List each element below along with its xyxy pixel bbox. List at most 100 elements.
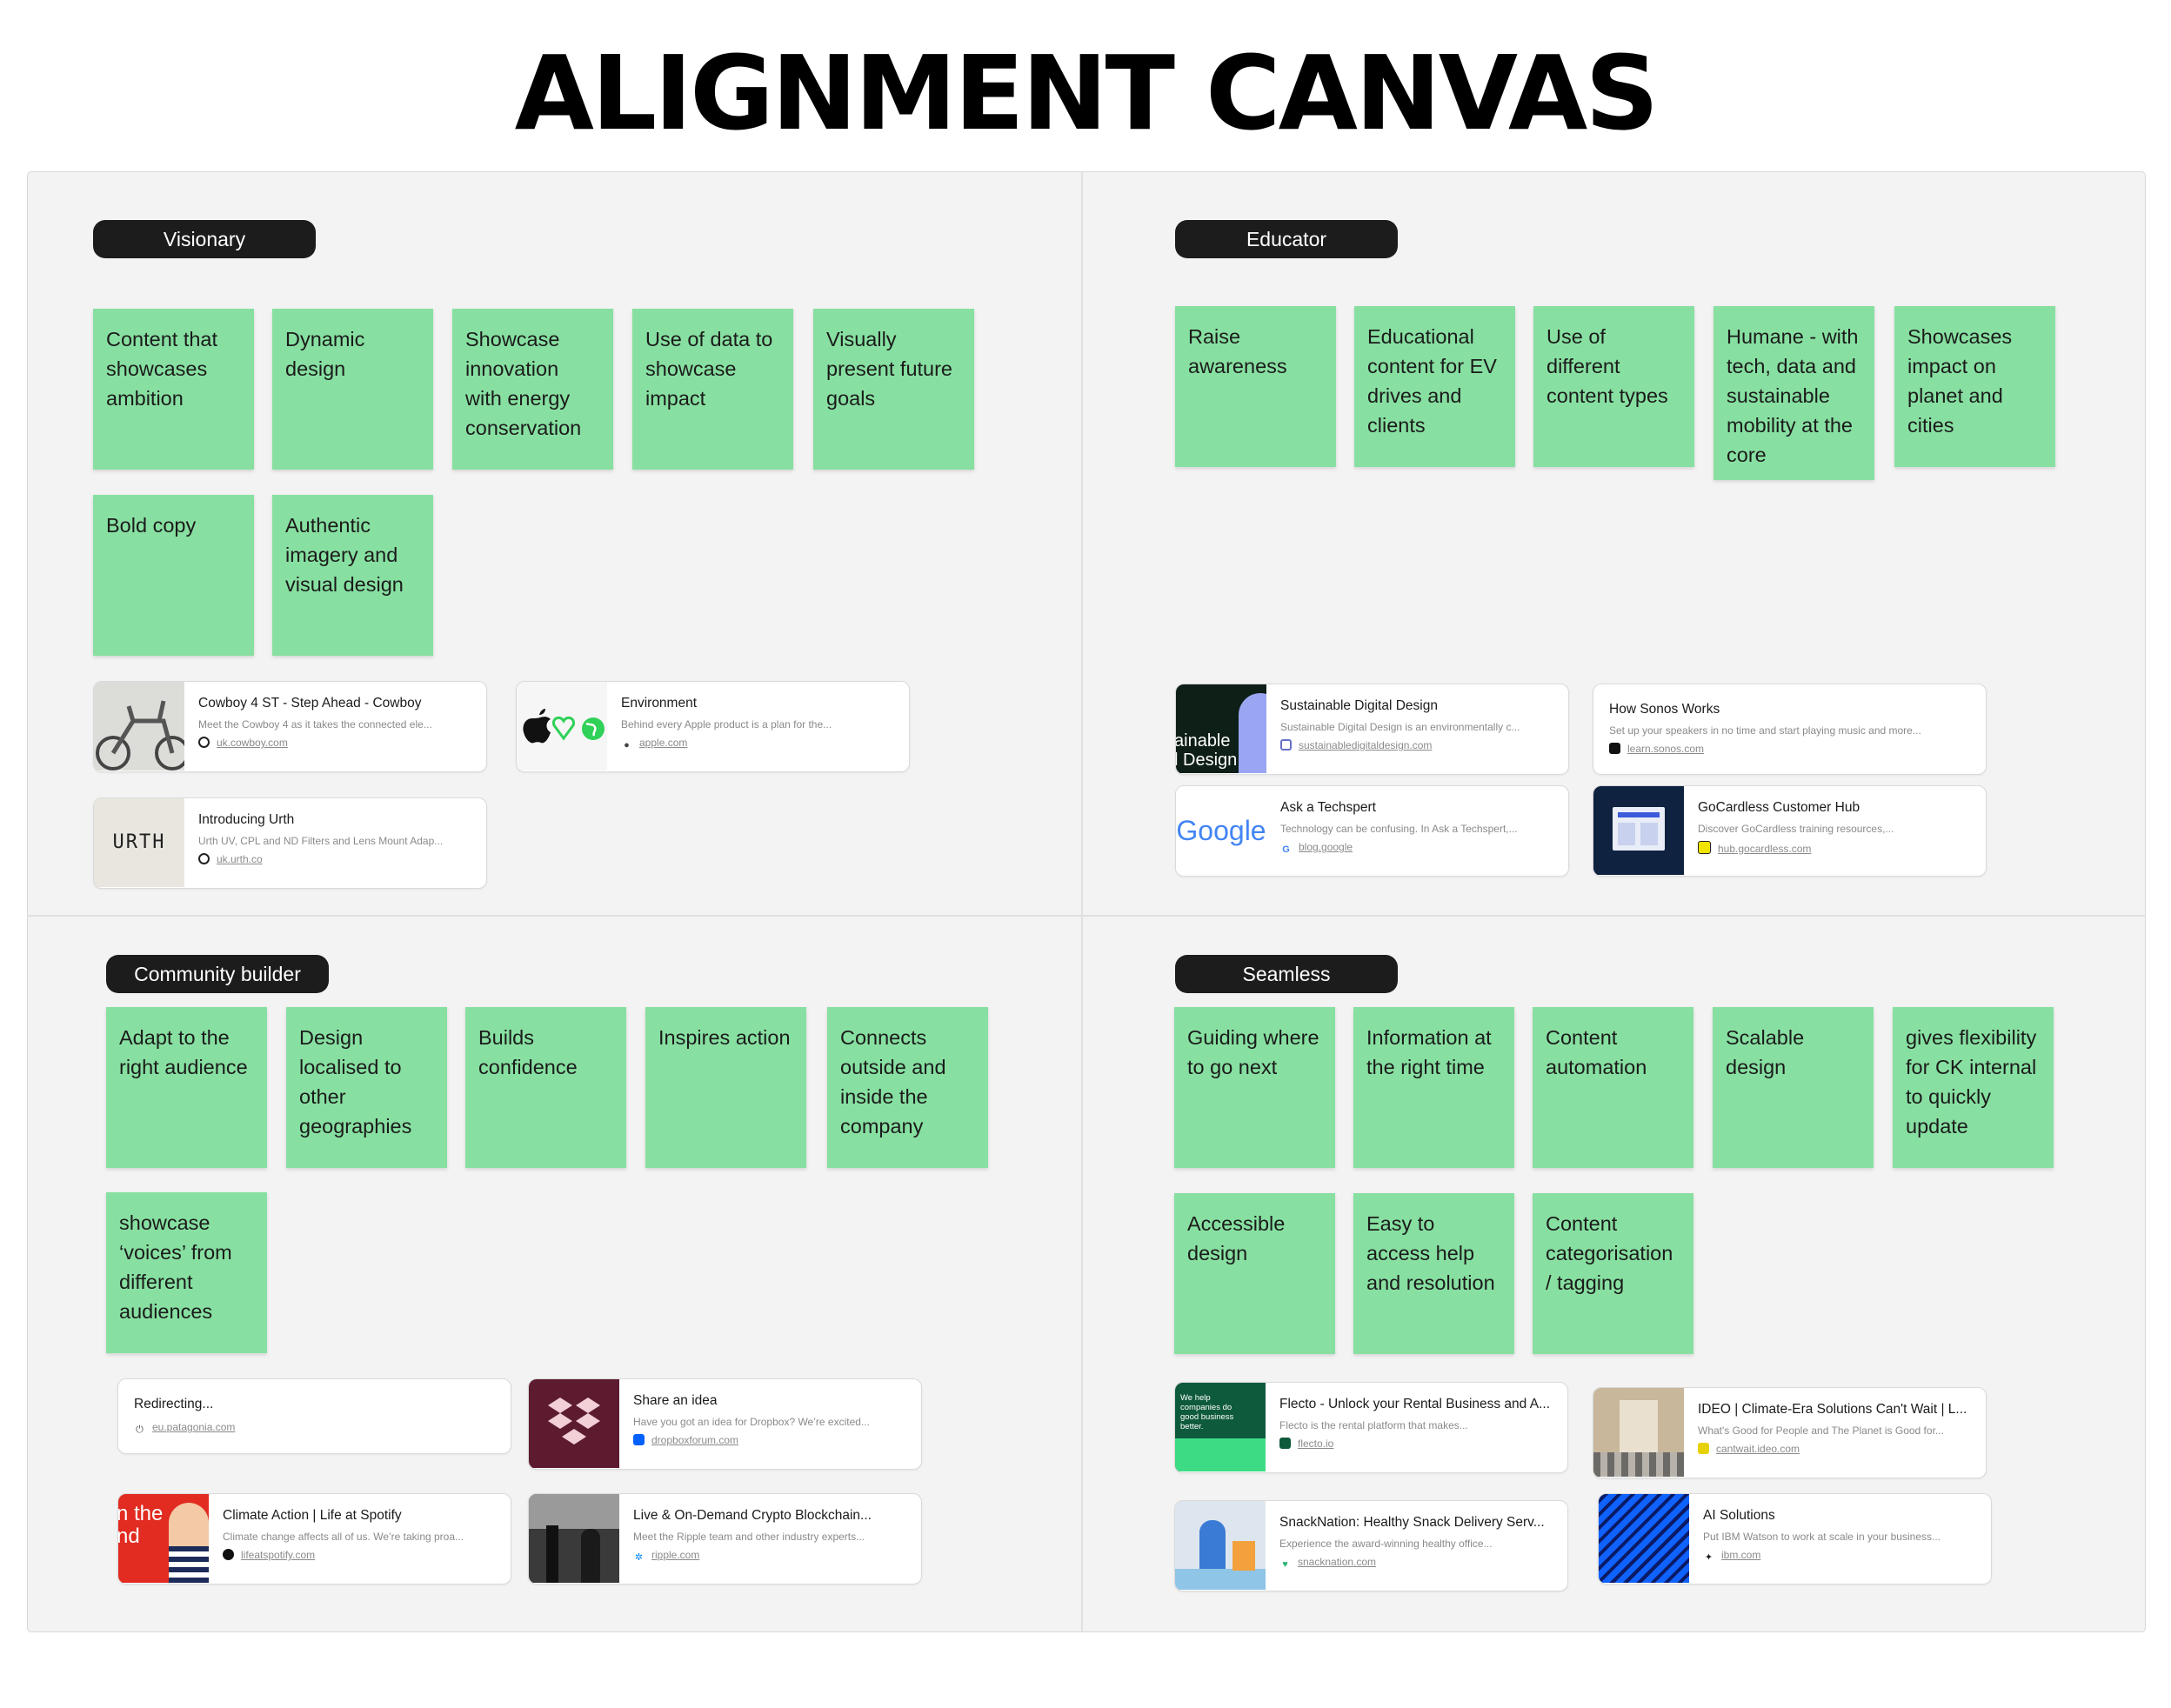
- power-icon: ⏻: [136, 1424, 144, 1435]
- card-title: Climate Action | Life at Spotify: [223, 1508, 402, 1523]
- sticky-note[interactable]: Visually present future goals: [813, 309, 974, 470]
- sticky-note[interactable]: Humane - with tech, data and sustainable…: [1713, 306, 1874, 480]
- sticky-note[interactable]: Content automation: [1533, 1007, 1693, 1168]
- sticky-note[interactable]: Scalable design: [1713, 1007, 1874, 1168]
- sticky-note[interactable]: Inspires action: [645, 1007, 806, 1168]
- sticky-note[interactable]: Educational content for EV drives and cl…: [1354, 306, 1515, 467]
- link-card[interactable]: IDEO | Climate-Era Solutions Can't Wait …: [1593, 1387, 1987, 1478]
- ibm-thumbnail: [1599, 1494, 1689, 1583]
- bike-thumbnail: [94, 682, 184, 771]
- card-title: GoCardless Customer Hub: [1698, 800, 1860, 815]
- card-description: Meet the Ripple team and other industry …: [633, 1531, 865, 1543]
- card-description: Experience the award-winning healthy off…: [1279, 1538, 1493, 1550]
- card-description: What's Good for People and The Planet is…: [1698, 1424, 1944, 1437]
- card-description: Meet the Cowboy 4 as it takes the connec…: [198, 718, 432, 731]
- sticky-note[interactable]: Accessible design: [1174, 1193, 1335, 1354]
- apple-environment-thumbnail: [517, 682, 607, 771]
- sticky-note[interactable]: Content categorisation / tagging: [1533, 1193, 1693, 1354]
- sticky-note[interactable]: Use of different content types: [1533, 306, 1694, 467]
- dropbox-favicon-icon: [633, 1434, 645, 1445]
- section-label-educator[interactable]: Educator: [1175, 220, 1398, 258]
- link-card[interactable]: Live & On-Demand Crypto Blockchain... Me…: [528, 1493, 922, 1585]
- link-card[interactable]: Cowboy 4 ST - Step Ahead - Cowboy Meet t…: [93, 681, 487, 772]
- card-title: Share an idea: [633, 1393, 718, 1408]
- card-url[interactable]: ibm.com: [1721, 1549, 1761, 1561]
- apple-favicon-icon: ●: [624, 740, 630, 751]
- card-title: AI Solutions: [1703, 1508, 1775, 1523]
- sticky-note[interactable]: Showcases impact on planet and cities: [1894, 306, 2055, 467]
- card-url[interactable]: uk.cowboy.com: [217, 737, 288, 749]
- section-label-visionary[interactable]: Visionary: [93, 220, 316, 258]
- page-title: ALIGNMENT CANVAS: [514, 33, 1660, 153]
- card-url[interactable]: uk.urth.co: [217, 853, 263, 865]
- card-url[interactable]: snacknation.com: [1298, 1556, 1377, 1568]
- cowboy-favicon-icon: [198, 737, 210, 748]
- section-label-community-builder[interactable]: Community builder: [106, 955, 329, 993]
- link-card[interactable]: Share an idea Have you got an idea for D…: [528, 1378, 922, 1470]
- card-title: Redirecting...: [134, 1397, 214, 1411]
- link-card[interactable]: Redirecting... ⏻ eu.patagonia.com: [117, 1378, 511, 1454]
- link-card[interactable]: How Sonos Works Set up your speakers in …: [1593, 684, 1987, 775]
- link-card[interactable]: We help companies do good business bette…: [1174, 1382, 1568, 1473]
- sticky-note[interactable]: Adapt to the right audience: [106, 1007, 267, 1168]
- sticky-note[interactable]: showcase ‘voices’ from different audienc…: [106, 1192, 267, 1353]
- link-card[interactable]: GoCardless Customer Hub Discover GoCardl…: [1593, 785, 1987, 877]
- sticky-note[interactable]: Connects outside and inside the company: [827, 1007, 988, 1168]
- sustainable-design-thumbnail: ainable l Design: [1176, 684, 1266, 773]
- card-description: Discover GoCardless training resources,.…: [1698, 823, 1894, 835]
- card-title: IDEO | Climate-Era Solutions Can't Wait …: [1698, 1402, 1967, 1417]
- link-card[interactable]: Environment Behind every Apple product i…: [516, 681, 910, 772]
- sticky-note[interactable]: Guiding where to go next: [1174, 1007, 1335, 1168]
- sonos-favicon-icon: [1609, 743, 1620, 754]
- sticky-note[interactable]: Easy to access help and resolution: [1353, 1193, 1514, 1354]
- divider-horizontal: [27, 915, 2146, 917]
- card-url[interactable]: sustainabledigitaldesign.com: [1299, 739, 1433, 751]
- link-card[interactable]: AI Solutions Put IBM Watson to work at s…: [1598, 1493, 1992, 1585]
- section-label-seamless[interactable]: Seamless: [1175, 955, 1398, 993]
- sticky-note[interactable]: Builds confidence: [465, 1007, 626, 1168]
- snacknation-thumbnail: [1175, 1501, 1266, 1590]
- card-url[interactable]: learn.sonos.com: [1627, 743, 1705, 755]
- card-url[interactable]: hub.gocardless.com: [1718, 843, 1812, 855]
- card-url[interactable]: dropboxforum.com: [651, 1434, 739, 1446]
- card-title: Environment: [621, 696, 698, 711]
- card-title: Cowboy 4 ST - Step Ahead - Cowboy: [198, 696, 422, 711]
- urth-favicon-icon: [198, 853, 210, 864]
- urth-thumbnail: URTH: [94, 798, 184, 887]
- card-url[interactable]: lifeatspotify.com: [241, 1549, 316, 1561]
- spotify-thumbnail: n the nd: [118, 1494, 209, 1583]
- link-card[interactable]: ainable l Design Sustainable Digital Des…: [1175, 684, 1569, 775]
- card-url[interactable]: apple.com: [639, 737, 688, 749]
- sticky-note[interactable]: Information at the right time: [1353, 1007, 1514, 1168]
- card-url[interactable]: cantwait.ideo.com: [1716, 1443, 1800, 1455]
- sticky-note[interactable]: Showcase innovation with energy conserva…: [452, 309, 613, 470]
- card-title: SnackNation: Healthy Snack Delivery Serv…: [1279, 1515, 1545, 1530]
- google-thumbnail: Google: [1176, 786, 1266, 875]
- card-description: Sustainable Digital Design is an environ…: [1280, 721, 1520, 733]
- sticky-note[interactable]: Authentic imagery and visual design: [272, 495, 433, 656]
- link-card[interactable]: SnackNation: Healthy Snack Delivery Serv…: [1174, 1500, 1568, 1591]
- card-url[interactable]: flecto.io: [1298, 1438, 1334, 1450]
- sticky-note[interactable]: Content that showcases ambition: [93, 309, 254, 470]
- card-url[interactable]: eu.patagonia.com: [152, 1421, 236, 1433]
- card-description: Behind every Apple product is a plan for…: [621, 718, 832, 731]
- sticky-note[interactable]: gives flexibility for CK internal to qui…: [1893, 1007, 2054, 1168]
- link-card[interactable]: URTH Introducing Urth Urth UV, CPL and N…: [93, 797, 487, 889]
- sticky-note[interactable]: Raise awareness: [1175, 306, 1336, 467]
- sticky-note[interactable]: Design localised to other geographies: [286, 1007, 447, 1168]
- divider-vertical: [1081, 171, 1083, 1632]
- link-card[interactable]: n the nd Climate Action | Life at Spotif…: [117, 1493, 511, 1585]
- card-title: Ask a Techspert: [1280, 800, 1376, 815]
- card-description: Put IBM Watson to work at scale in your …: [1703, 1531, 1941, 1543]
- card-description: Set up your speakers in no time and star…: [1609, 724, 1921, 737]
- link-card[interactable]: Google Ask a Techspert Technology can be…: [1175, 785, 1569, 877]
- sticky-note[interactable]: Use of data to showcase impact: [632, 309, 793, 470]
- sticky-note[interactable]: Bold copy: [93, 495, 254, 656]
- card-url[interactable]: blog.google: [1299, 841, 1353, 853]
- flecto-favicon-icon: [1279, 1438, 1291, 1449]
- sticky-note[interactable]: Dynamic design: [272, 309, 433, 470]
- sdd-favicon-icon: [1280, 739, 1292, 751]
- google-favicon-icon: G: [1282, 844, 1290, 855]
- card-url[interactable]: ripple.com: [651, 1549, 700, 1561]
- ripple-favicon-icon: ✲: [634, 1552, 644, 1563]
